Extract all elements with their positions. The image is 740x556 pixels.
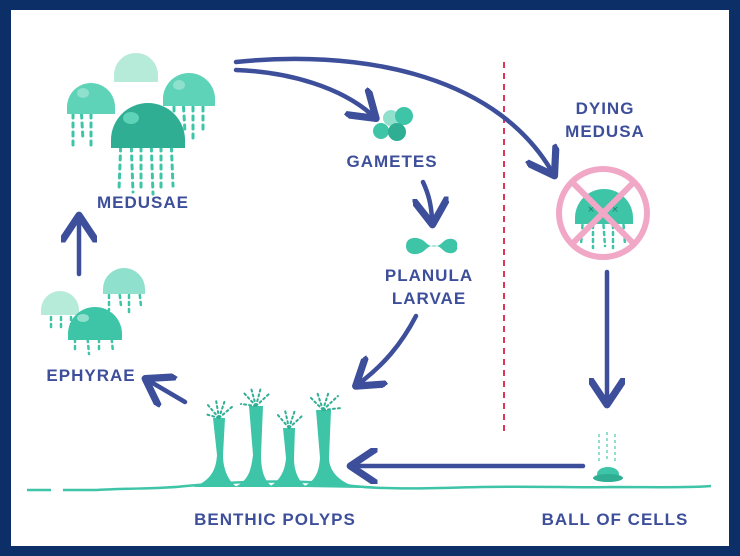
- diagram-panel: MEDUSAE GAMETES PLANULA LARVAE DYING MED…: [11, 10, 729, 546]
- medusae-icon: [67, 53, 215, 194]
- ephyrae-icon: [41, 268, 145, 354]
- ephyrae-label: EPHYRAE: [46, 366, 135, 385]
- arrow-gametes-to-planula: [423, 182, 432, 218]
- benthic-polyps-icon: [194, 387, 361, 488]
- ball-of-cells-icon: [593, 432, 623, 482]
- ball-of-cells-label: BALL OF CELLS: [542, 510, 689, 529]
- planula-label-line1: PLANULA: [385, 266, 473, 285]
- planula-larva-icon: [406, 238, 457, 254]
- arrow-planula-to-polyps: [361, 316, 416, 382]
- medusae-label: MEDUSAE: [97, 193, 189, 212]
- life-cycle-diagram: MEDUSAE GAMETES PLANULA LARVAE DYING MED…: [11, 10, 729, 546]
- prohibited-icon: [559, 169, 647, 257]
- arrow-polyps-to-ephyrae: [151, 382, 185, 402]
- seafloor-line: [27, 482, 711, 491]
- benthic-polyps-label: BENTHIC POLYPS: [194, 510, 356, 529]
- arrow-medusae-to-gametes: [236, 70, 371, 114]
- gametes-label: GAMETES: [346, 152, 437, 171]
- planula-label-line2: LARVAE: [392, 289, 466, 308]
- dying-label-line2: MEDUSA: [565, 122, 645, 141]
- gametes-icon: [373, 107, 413, 141]
- dying-label-line1: DYING: [576, 99, 635, 118]
